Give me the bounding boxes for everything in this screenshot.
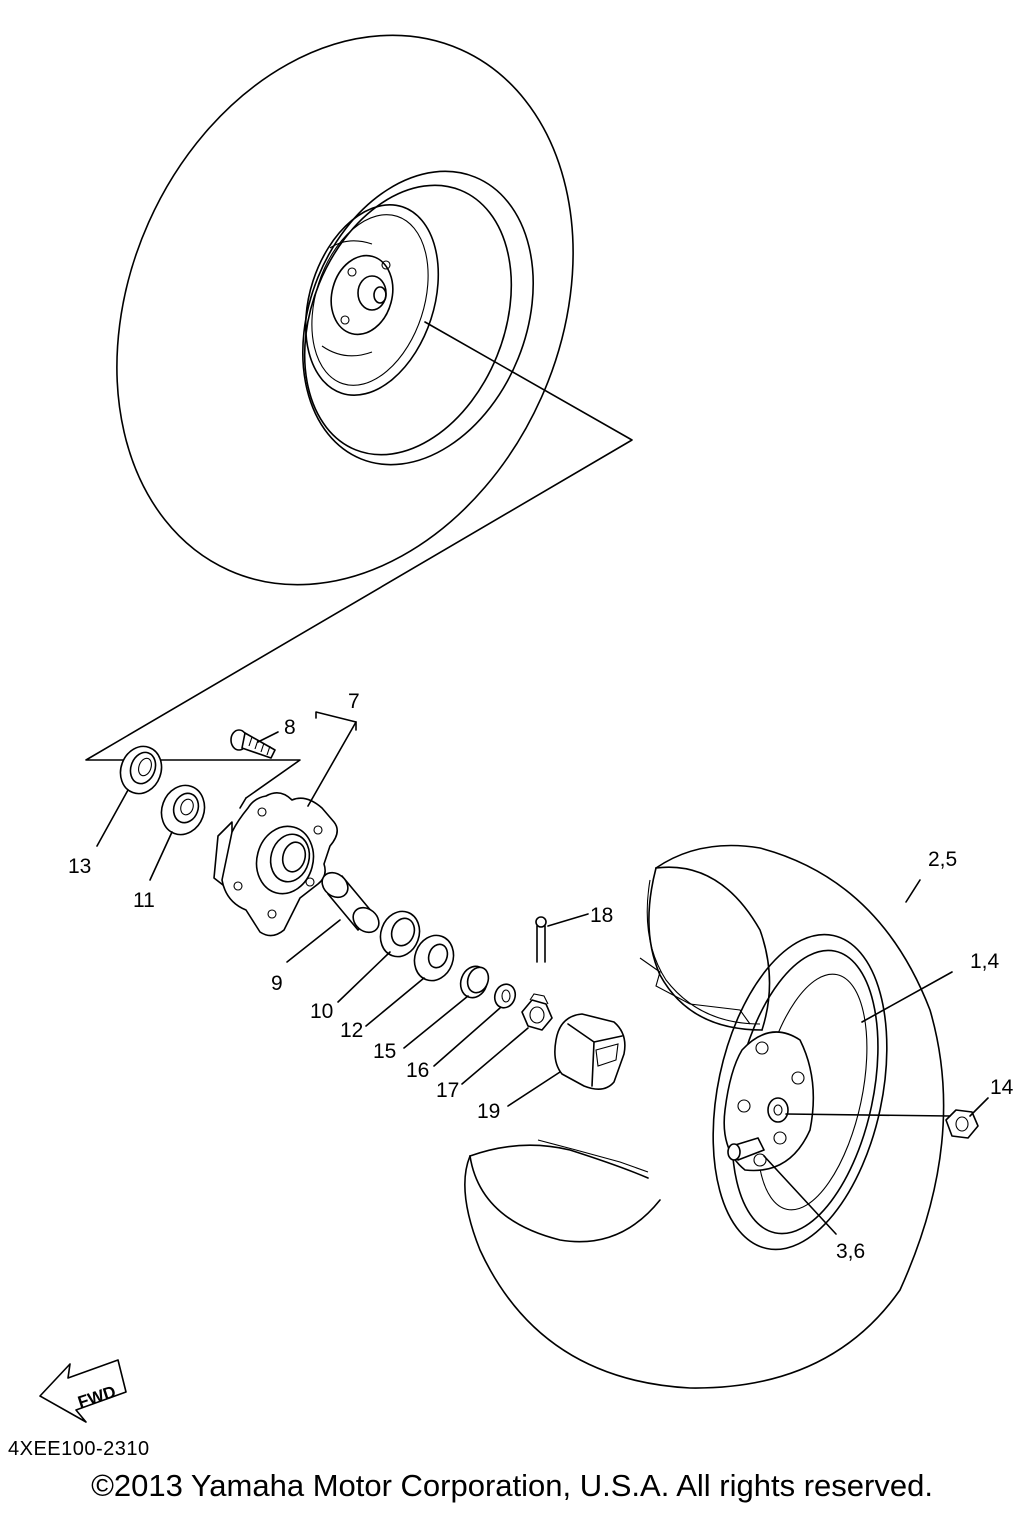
callout-2-5: 2,5	[928, 848, 957, 871]
seal-12	[413, 934, 455, 982]
callout-14: 14	[990, 1076, 1014, 1099]
bolt-8	[230, 729, 276, 759]
callout-1-4: 1,4	[970, 950, 1000, 973]
collar-15	[459, 965, 490, 999]
bearing-10	[379, 910, 421, 958]
cap-19	[554, 1013, 626, 1090]
callout-3-6: 3,6	[836, 1240, 865, 1263]
nut-17	[521, 993, 553, 1031]
nut-14	[945, 1109, 979, 1139]
callout-labels: 7 8 13 11 9 10 12 15 16 17 18 19 2,5 1,4…	[68, 690, 1014, 1263]
callout-7: 7	[348, 690, 360, 713]
callout-9: 9	[271, 972, 283, 995]
exploded-wheel	[464, 844, 945, 1389]
callout-10: 10	[310, 1000, 333, 1023]
copyright-notice: ©2013 Yamaha Motor Corporation, U.S.A. A…	[91, 1468, 933, 1503]
bearing-11	[160, 784, 206, 836]
assembled-wheel	[116, 34, 574, 586]
callout-17: 17	[436, 1079, 459, 1102]
bearing-13	[119, 745, 163, 795]
fwd-arrow: FWD	[39, 1359, 127, 1423]
callout-8: 8	[284, 716, 296, 739]
hub-7	[213, 792, 338, 937]
diagram-code: 4XEE100-2310	[8, 1438, 150, 1460]
callout-19: 19	[477, 1100, 500, 1123]
spacer-9	[321, 871, 380, 934]
washer-16	[493, 983, 517, 1009]
section-lines	[85, 321, 633, 809]
cotter-pin-18	[535, 916, 547, 963]
callout-11: 11	[133, 889, 155, 912]
callout-12: 12	[340, 1019, 363, 1042]
callout-18: 18	[590, 904, 613, 927]
callout-15: 15	[373, 1040, 396, 1063]
leader-lines	[96, 711, 989, 1235]
callout-13: 13	[68, 855, 91, 878]
callout-16: 16	[406, 1059, 429, 1082]
